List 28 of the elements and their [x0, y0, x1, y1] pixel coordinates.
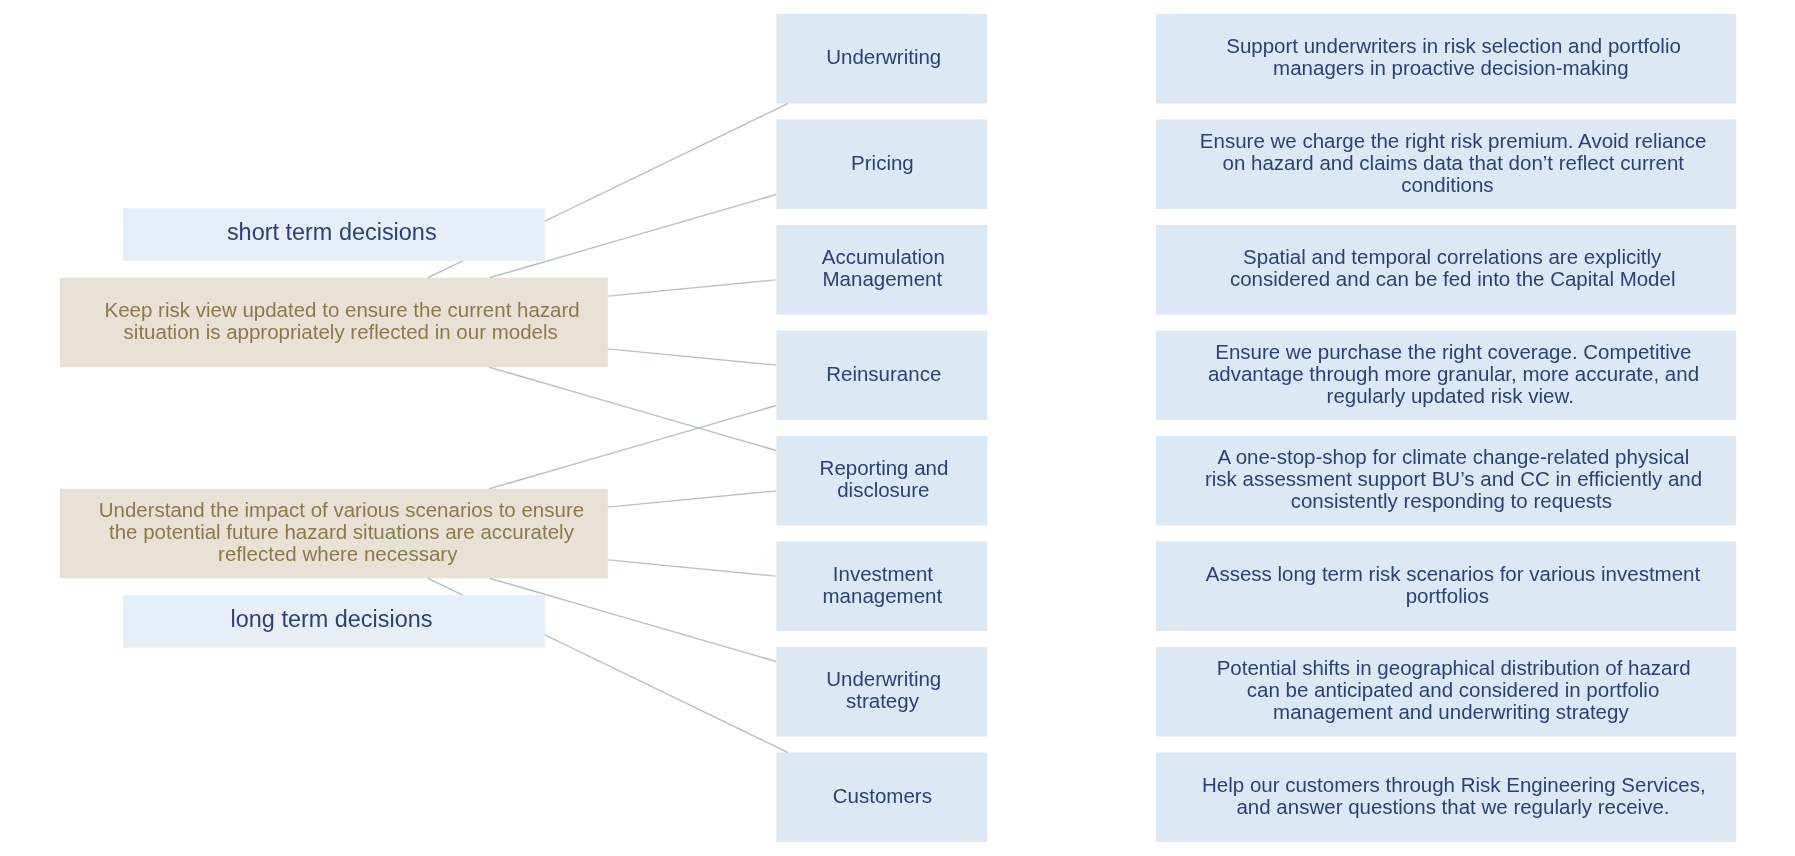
node-box: Pricing — [775, 119, 987, 209]
node-box: Understand the impact of various scenarios to ensure the potential future hazard situations are accurately reflected where necessary — [59, 488, 608, 579]
connector — [488, 577, 777, 663]
node-box: Accumulation Management — [775, 225, 987, 315]
node-box: Underwriting — [775, 14, 987, 104]
node-box: Customers — [775, 752, 987, 842]
connector — [488, 193, 777, 279]
node-box: A one-stop-shop for climate change-related physical risk assessment support BU’s and CC in efficiently and consistently responding to requests — [1155, 436, 1736, 526]
node-box: Help our customers through Risk Engineering Services, and answer questions that we regularly receive. — [1155, 752, 1736, 842]
connector — [488, 404, 777, 490]
connector — [606, 559, 777, 577]
node-box: Underwriting strategy — [775, 647, 987, 737]
connector — [488, 366, 777, 452]
node-box: Keep risk view updated to ensure the current hazard situation is appropriately reflected in our models — [59, 277, 608, 368]
node-box: Support underwriters in risk selection and portfolio managers in proactive decision-making — [1155, 14, 1736, 104]
connector — [606, 490, 777, 508]
connector — [606, 348, 777, 366]
node-box: Potential shifts in geographical distribution of hazard can be anticipated and considered in portfolio management and underwriting strategy — [1155, 647, 1736, 737]
node-box: Ensure we charge the right risk premium. Avoid reliance on hazard and claims data that don’t reflect current conditions — [1155, 119, 1736, 209]
label: long term decisions — [230, 605, 432, 632]
connector — [606, 279, 777, 297]
node-box: Assess long term risk scenarios for various investment portfolios — [1155, 541, 1736, 631]
label: short term decisions — [226, 219, 437, 246]
node-box: Reporting and disclosure — [775, 436, 987, 526]
node-box: Reinsurance — [775, 330, 987, 420]
node-box: Ensure we purchase the right coverage. Competitive advantage through more granular, more accurate, and regularly updated risk view. — [1155, 330, 1736, 420]
node-box: Spatial and temporal correlations are explicitly considered and can be fed into the Capital Model — [1155, 225, 1736, 315]
node-box: Investment management — [775, 541, 987, 631]
